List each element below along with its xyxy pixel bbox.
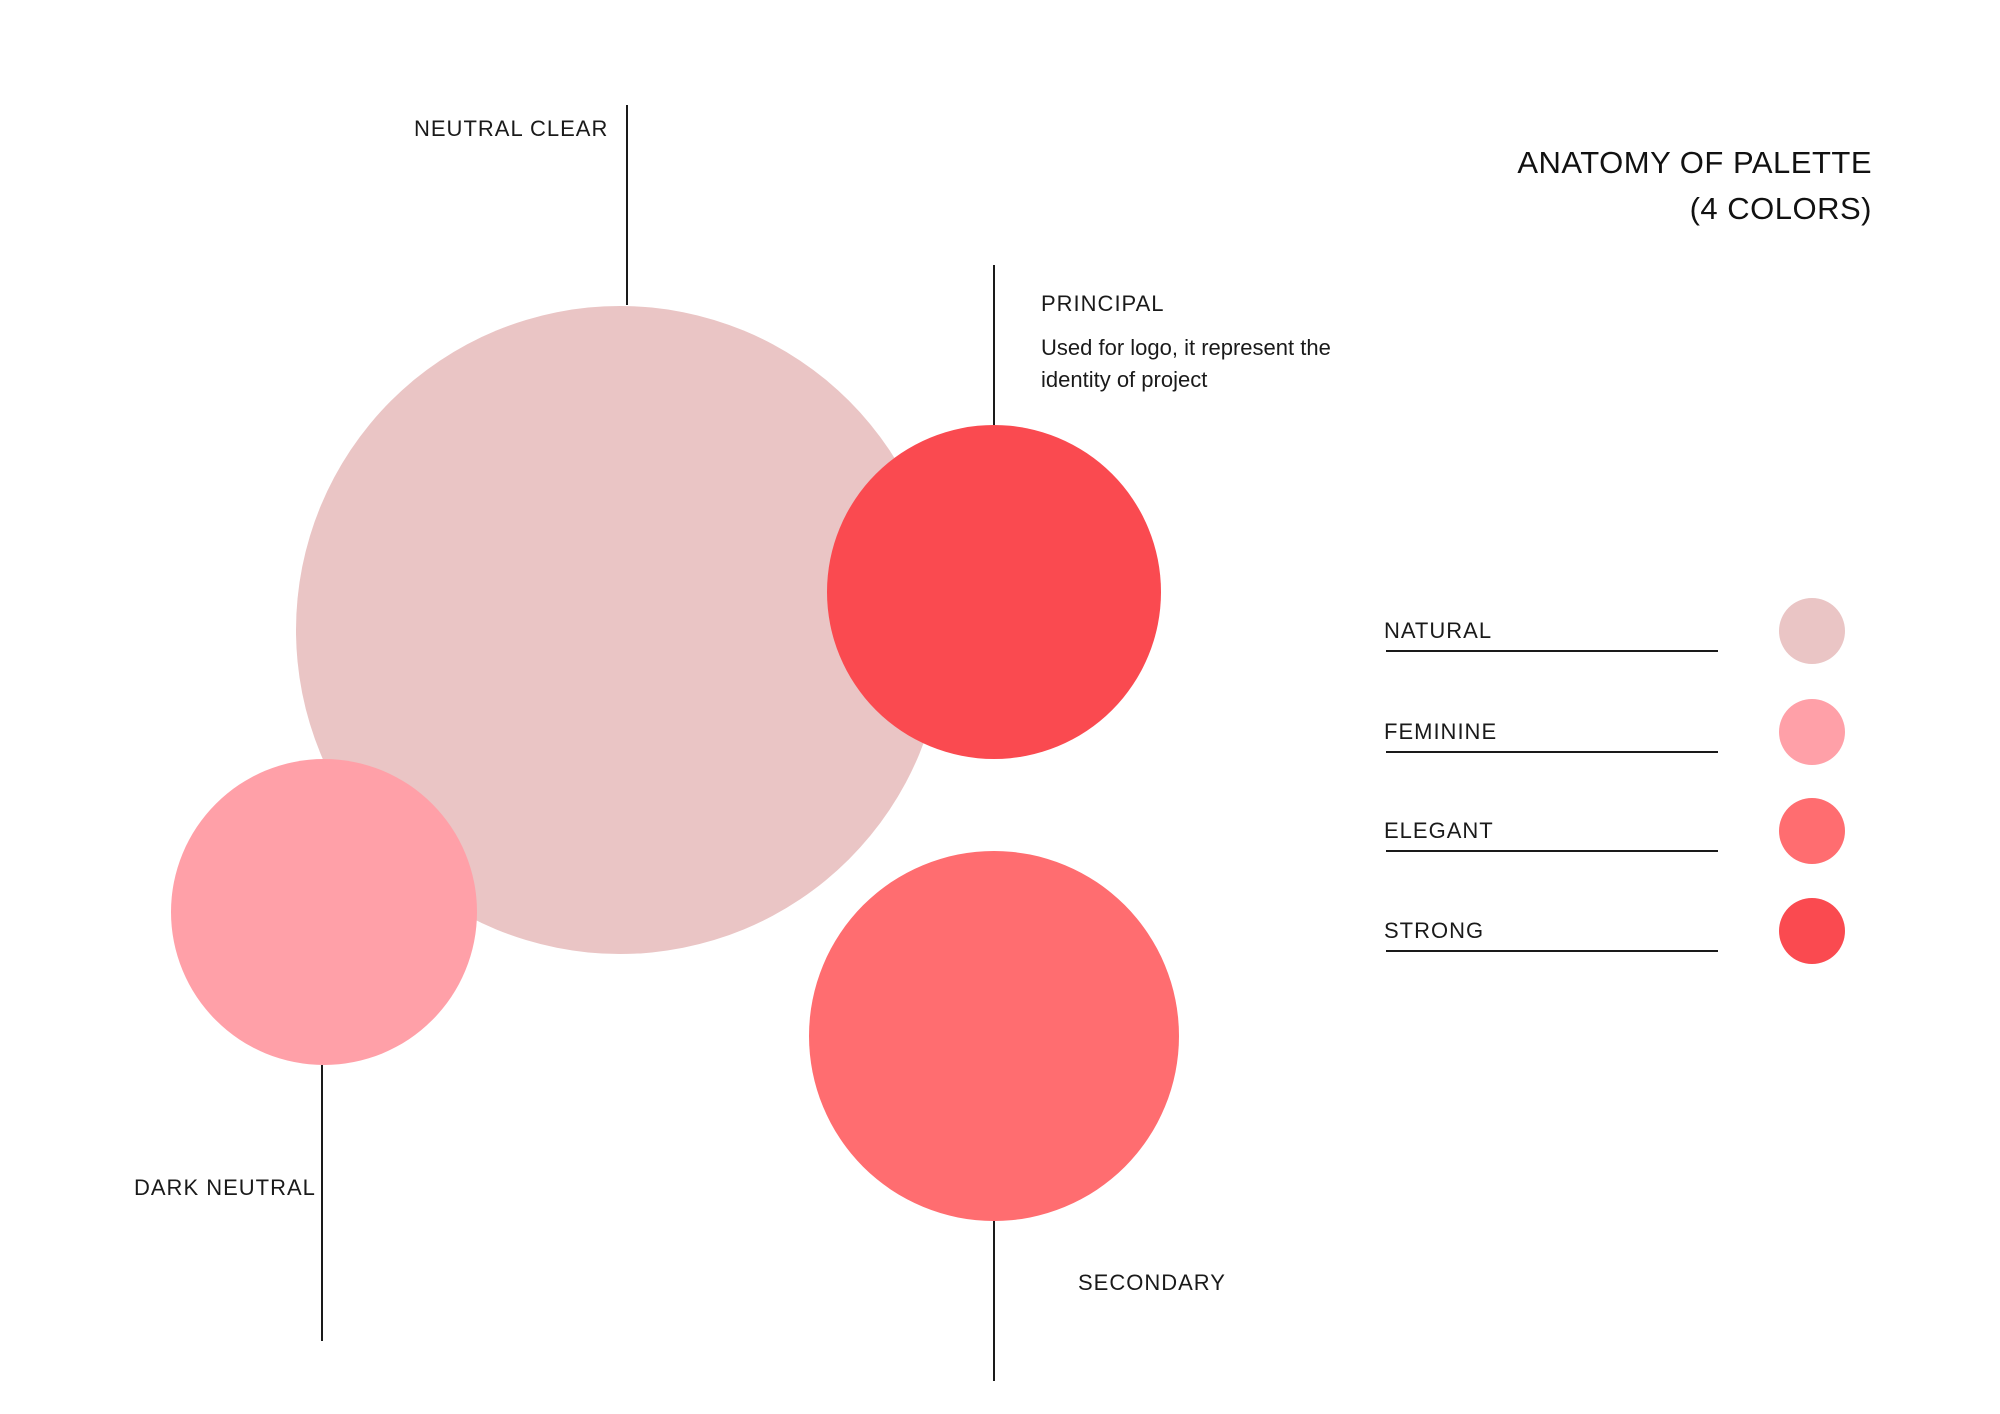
legend-rule bbox=[1386, 650, 1718, 652]
legend-item-natural: NATURAL bbox=[1384, 598, 1845, 682]
legend-label: ELEGANT bbox=[1384, 818, 1494, 843]
secondary-label: SECONDARY bbox=[1078, 1270, 1226, 1295]
title-line-2: (4 COLORS) bbox=[1689, 191, 1872, 226]
legend-label: FEMININE bbox=[1384, 719, 1498, 744]
principal-label: PRINCIPAL bbox=[1041, 291, 1165, 316]
neutral-clear-label: NEUTRAL CLEAR bbox=[414, 116, 609, 141]
legend-rule bbox=[1386, 950, 1718, 952]
secondary-connector bbox=[993, 1221, 995, 1381]
secondary-circle bbox=[809, 851, 1179, 1221]
dark-neutral-circle bbox=[171, 759, 477, 1065]
legend-label: STRONG bbox=[1384, 918, 1485, 943]
legend-label: NATURAL bbox=[1384, 618, 1493, 643]
dark-neutral-connector bbox=[321, 1065, 323, 1341]
dark-neutral-label: DARK NEUTRAL bbox=[134, 1175, 316, 1200]
legend-swatch bbox=[1779, 699, 1845, 765]
title-line-1: ANATOMY OF PALETTE bbox=[1517, 145, 1872, 180]
legend-item-elegant: ELEGANT bbox=[1384, 798, 1845, 882]
legend-swatch bbox=[1779, 898, 1845, 964]
legend-rule bbox=[1386, 850, 1718, 852]
legend-item-feminine: FEMININE bbox=[1384, 699, 1845, 783]
principal-connector bbox=[993, 265, 995, 425]
principal-circle bbox=[827, 425, 1161, 759]
legend-swatch bbox=[1779, 598, 1845, 664]
principal-description: Used for logo, it represent the identity… bbox=[1041, 335, 1331, 392]
legend-item-strong: STRONG bbox=[1384, 898, 1845, 982]
legend-swatch bbox=[1779, 798, 1845, 864]
legend-rule bbox=[1386, 751, 1718, 753]
page-title: ANATOMY OF PALETTE (4 COLORS) bbox=[1517, 140, 1872, 232]
neutral-clear-connector bbox=[626, 105, 628, 305]
